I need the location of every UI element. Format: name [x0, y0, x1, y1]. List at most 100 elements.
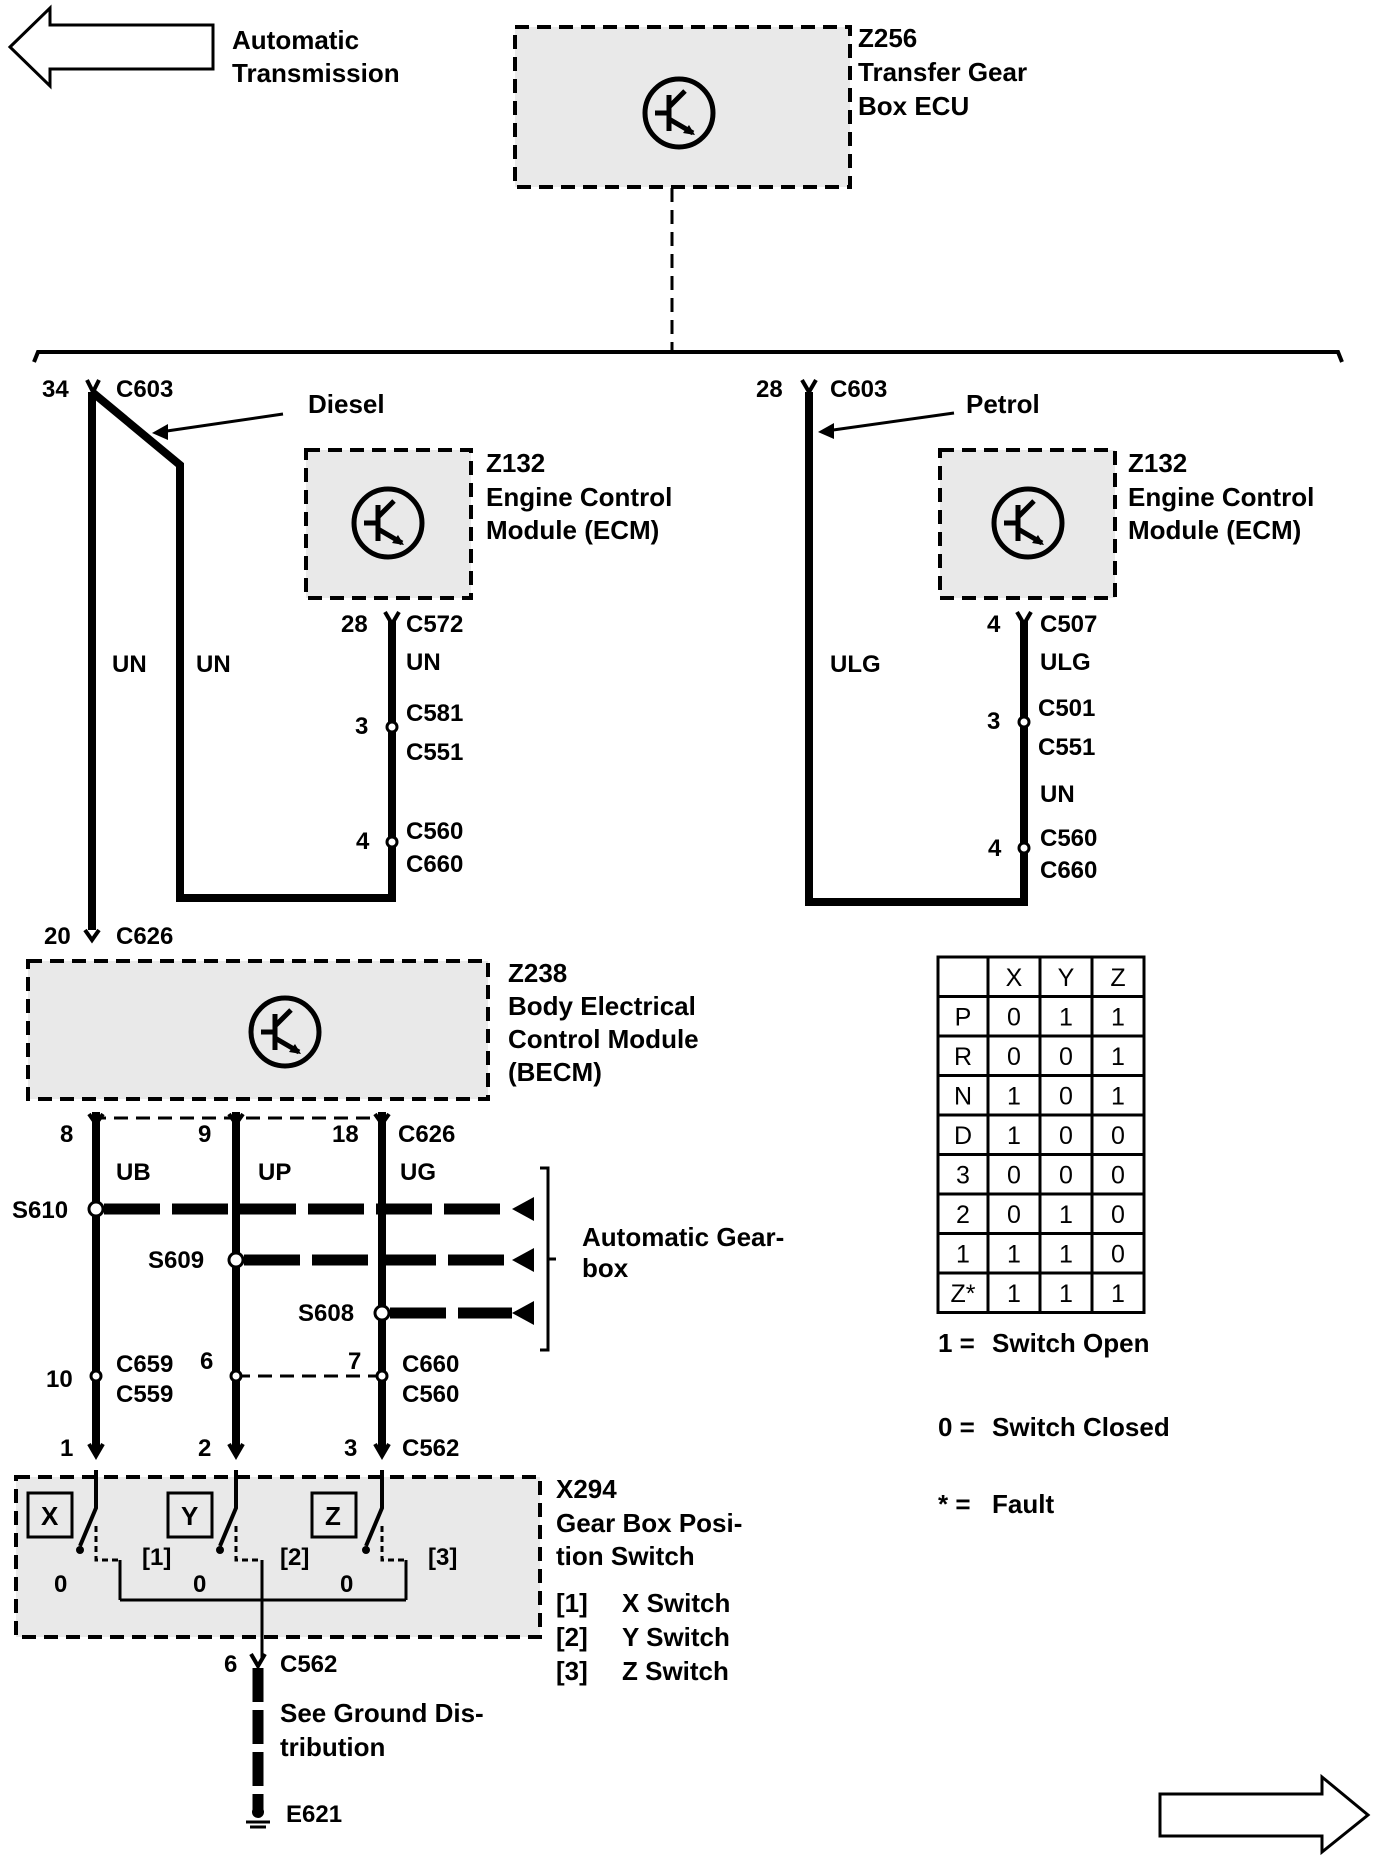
- table-value: 0: [1111, 1122, 1125, 1150]
- diesel-pointer-head: [152, 424, 168, 440]
- module-z132-petrol-name-line1: Engine Control: [1128, 482, 1314, 512]
- module-x294-id: X294: [556, 1474, 617, 1504]
- legend-ref-1: [1]: [556, 1588, 588, 1618]
- table-value: 1: [1111, 1280, 1125, 1308]
- legend-ref-2: [2]: [556, 1622, 588, 1652]
- diesel-conn-c560: C560: [406, 818, 463, 845]
- table-value: 1: [1111, 1003, 1125, 1031]
- switch-z: [310, 1470, 408, 1600]
- inline-pin-7: 7: [348, 1348, 361, 1375]
- table-cell: [1038, 995, 1094, 1038]
- gearbox-bracket: [540, 1166, 556, 1352]
- module-z132-petrol-name-line2: Module (ECM): [1128, 515, 1301, 545]
- splice-s609-label: S609: [148, 1247, 204, 1274]
- petrol-conn-c501: C501: [1038, 695, 1095, 722]
- petrol-pin-4: 4: [987, 611, 1001, 638]
- legend-ref-3: [3]: [556, 1656, 588, 1686]
- connector-c603-petrol: [800, 378, 818, 396]
- table-value: 1: [1111, 1043, 1125, 1071]
- wire-ug-label: UG: [400, 1159, 436, 1186]
- diesel-conn-c660: C660: [406, 851, 463, 878]
- ground-symbol-icon: [246, 1806, 270, 1829]
- switch-pin-2: 2: [198, 1435, 211, 1462]
- connector-c626-out-3: [373, 1112, 391, 1128]
- ground-point-e621: E621: [286, 1801, 342, 1828]
- switch-z-label: Z: [325, 1501, 341, 1531]
- table-value: 0: [1111, 1240, 1125, 1268]
- petrol-pin-3: 3: [987, 708, 1000, 735]
- connector-c562-ground: [249, 1652, 267, 1670]
- module-z238-name-line3: (BECM): [508, 1057, 602, 1087]
- wire-ulg-petrol: [805, 392, 1028, 906]
- module-z256-name-line1: Transfer Gear: [858, 57, 1027, 87]
- connector-c507: [1015, 610, 1033, 628]
- wire-ub-label: UB: [116, 1159, 151, 1186]
- table-value: 0: [1059, 1122, 1073, 1150]
- table-cell: [936, 1192, 990, 1235]
- key-star-text: Fault: [992, 1489, 1054, 1519]
- diesel-conn-c603: C603: [116, 376, 173, 403]
- arrowhead-s609: [512, 1248, 534, 1272]
- table-row-label: P: [955, 1003, 972, 1031]
- petrol-conn-c603: C603: [830, 376, 887, 403]
- splice-s610-label: S610: [12, 1197, 68, 1224]
- key-one-text: Switch Open: [992, 1328, 1149, 1358]
- switch-pin-3: 3: [344, 1435, 357, 1462]
- module-z132-diesel-name-line1: Engine Control: [486, 482, 672, 512]
- inline-conn-c559: C559: [116, 1381, 173, 1408]
- key-one-symbol: 1 =: [938, 1328, 975, 1358]
- connector-c581: [385, 720, 399, 734]
- petrol-conn-c660: C660: [1040, 857, 1097, 884]
- module-z132-diesel-name-line2: Module (ECM): [486, 515, 659, 545]
- next-page-arrow[interactable]: [1158, 1773, 1371, 1856]
- petrol-conn-c551: C551: [1038, 734, 1095, 761]
- legend-text-1: X Switch: [622, 1588, 730, 1618]
- table-value: 0: [1007, 1161, 1021, 1189]
- switch-y-zero: 0: [193, 1571, 206, 1598]
- table-value: 1: [1059, 1240, 1073, 1268]
- splice-s608-label: S608: [298, 1300, 354, 1327]
- connector-c626-out-1: [87, 1112, 105, 1128]
- splice-s608: [373, 1304, 391, 1322]
- table-row-label: 1: [956, 1240, 970, 1268]
- module-z256-id: Z256: [858, 23, 917, 53]
- inline-pin-10: 10: [46, 1366, 73, 1393]
- petrol-wire-ulg-ecm: ULG: [1040, 649, 1091, 676]
- table-row-label: Z*: [951, 1280, 976, 1308]
- key-zero-text: Switch Closed: [992, 1412, 1170, 1442]
- becm-pin-8: 8: [60, 1121, 73, 1148]
- diesel-conn-c551: C551: [406, 739, 463, 766]
- table-value: 0: [1059, 1043, 1073, 1071]
- prev-page-label-line1: Automatic: [232, 25, 359, 55]
- becm-pin-9: 9: [198, 1121, 211, 1148]
- connector-c560-petrol: [1017, 841, 1031, 855]
- switch-ref-2: [2]: [280, 1544, 309, 1571]
- switch-common-ground: [120, 1598, 406, 1660]
- petrol-wire-ulg-left: ULG: [830, 651, 881, 678]
- connector-c660-p6: [229, 1369, 243, 1383]
- diesel-pin-28: 28: [341, 611, 368, 638]
- ground-pin-6: 6: [224, 1651, 237, 1678]
- bus-line: [32, 350, 1344, 363]
- prev-page-arrow[interactable]: [7, 4, 215, 90]
- connector-c603-diesel: [85, 379, 101, 397]
- switch-conn-c562: C562: [402, 1435, 459, 1462]
- module-z132-diesel-id: Z132: [486, 448, 545, 478]
- petrol-pin-4b: 4: [988, 835, 1002, 862]
- switch-y: [166, 1470, 264, 1600]
- switch-pin-1: 1: [60, 1435, 73, 1462]
- table-value: 0: [1007, 1043, 1021, 1071]
- diesel-conn-c572: C572: [406, 611, 463, 638]
- module-x294-name-line1: Gear Box Posi-: [556, 1508, 742, 1538]
- petrol-pointer: [825, 411, 955, 433]
- switch-z-zero: 0: [340, 1571, 353, 1598]
- table-row-label: 2: [956, 1201, 970, 1229]
- ground-note-line1: See Ground Dis-: [280, 1698, 484, 1728]
- diesel-pin-34: 34: [42, 376, 69, 403]
- module-x294-name-line2: tion Switch: [556, 1541, 695, 1571]
- module-z256-box: [513, 25, 852, 189]
- switch-x: [26, 1470, 122, 1600]
- module-z238-name-line1: Body Electrical: [508, 991, 696, 1021]
- table-header: Y: [1058, 964, 1075, 992]
